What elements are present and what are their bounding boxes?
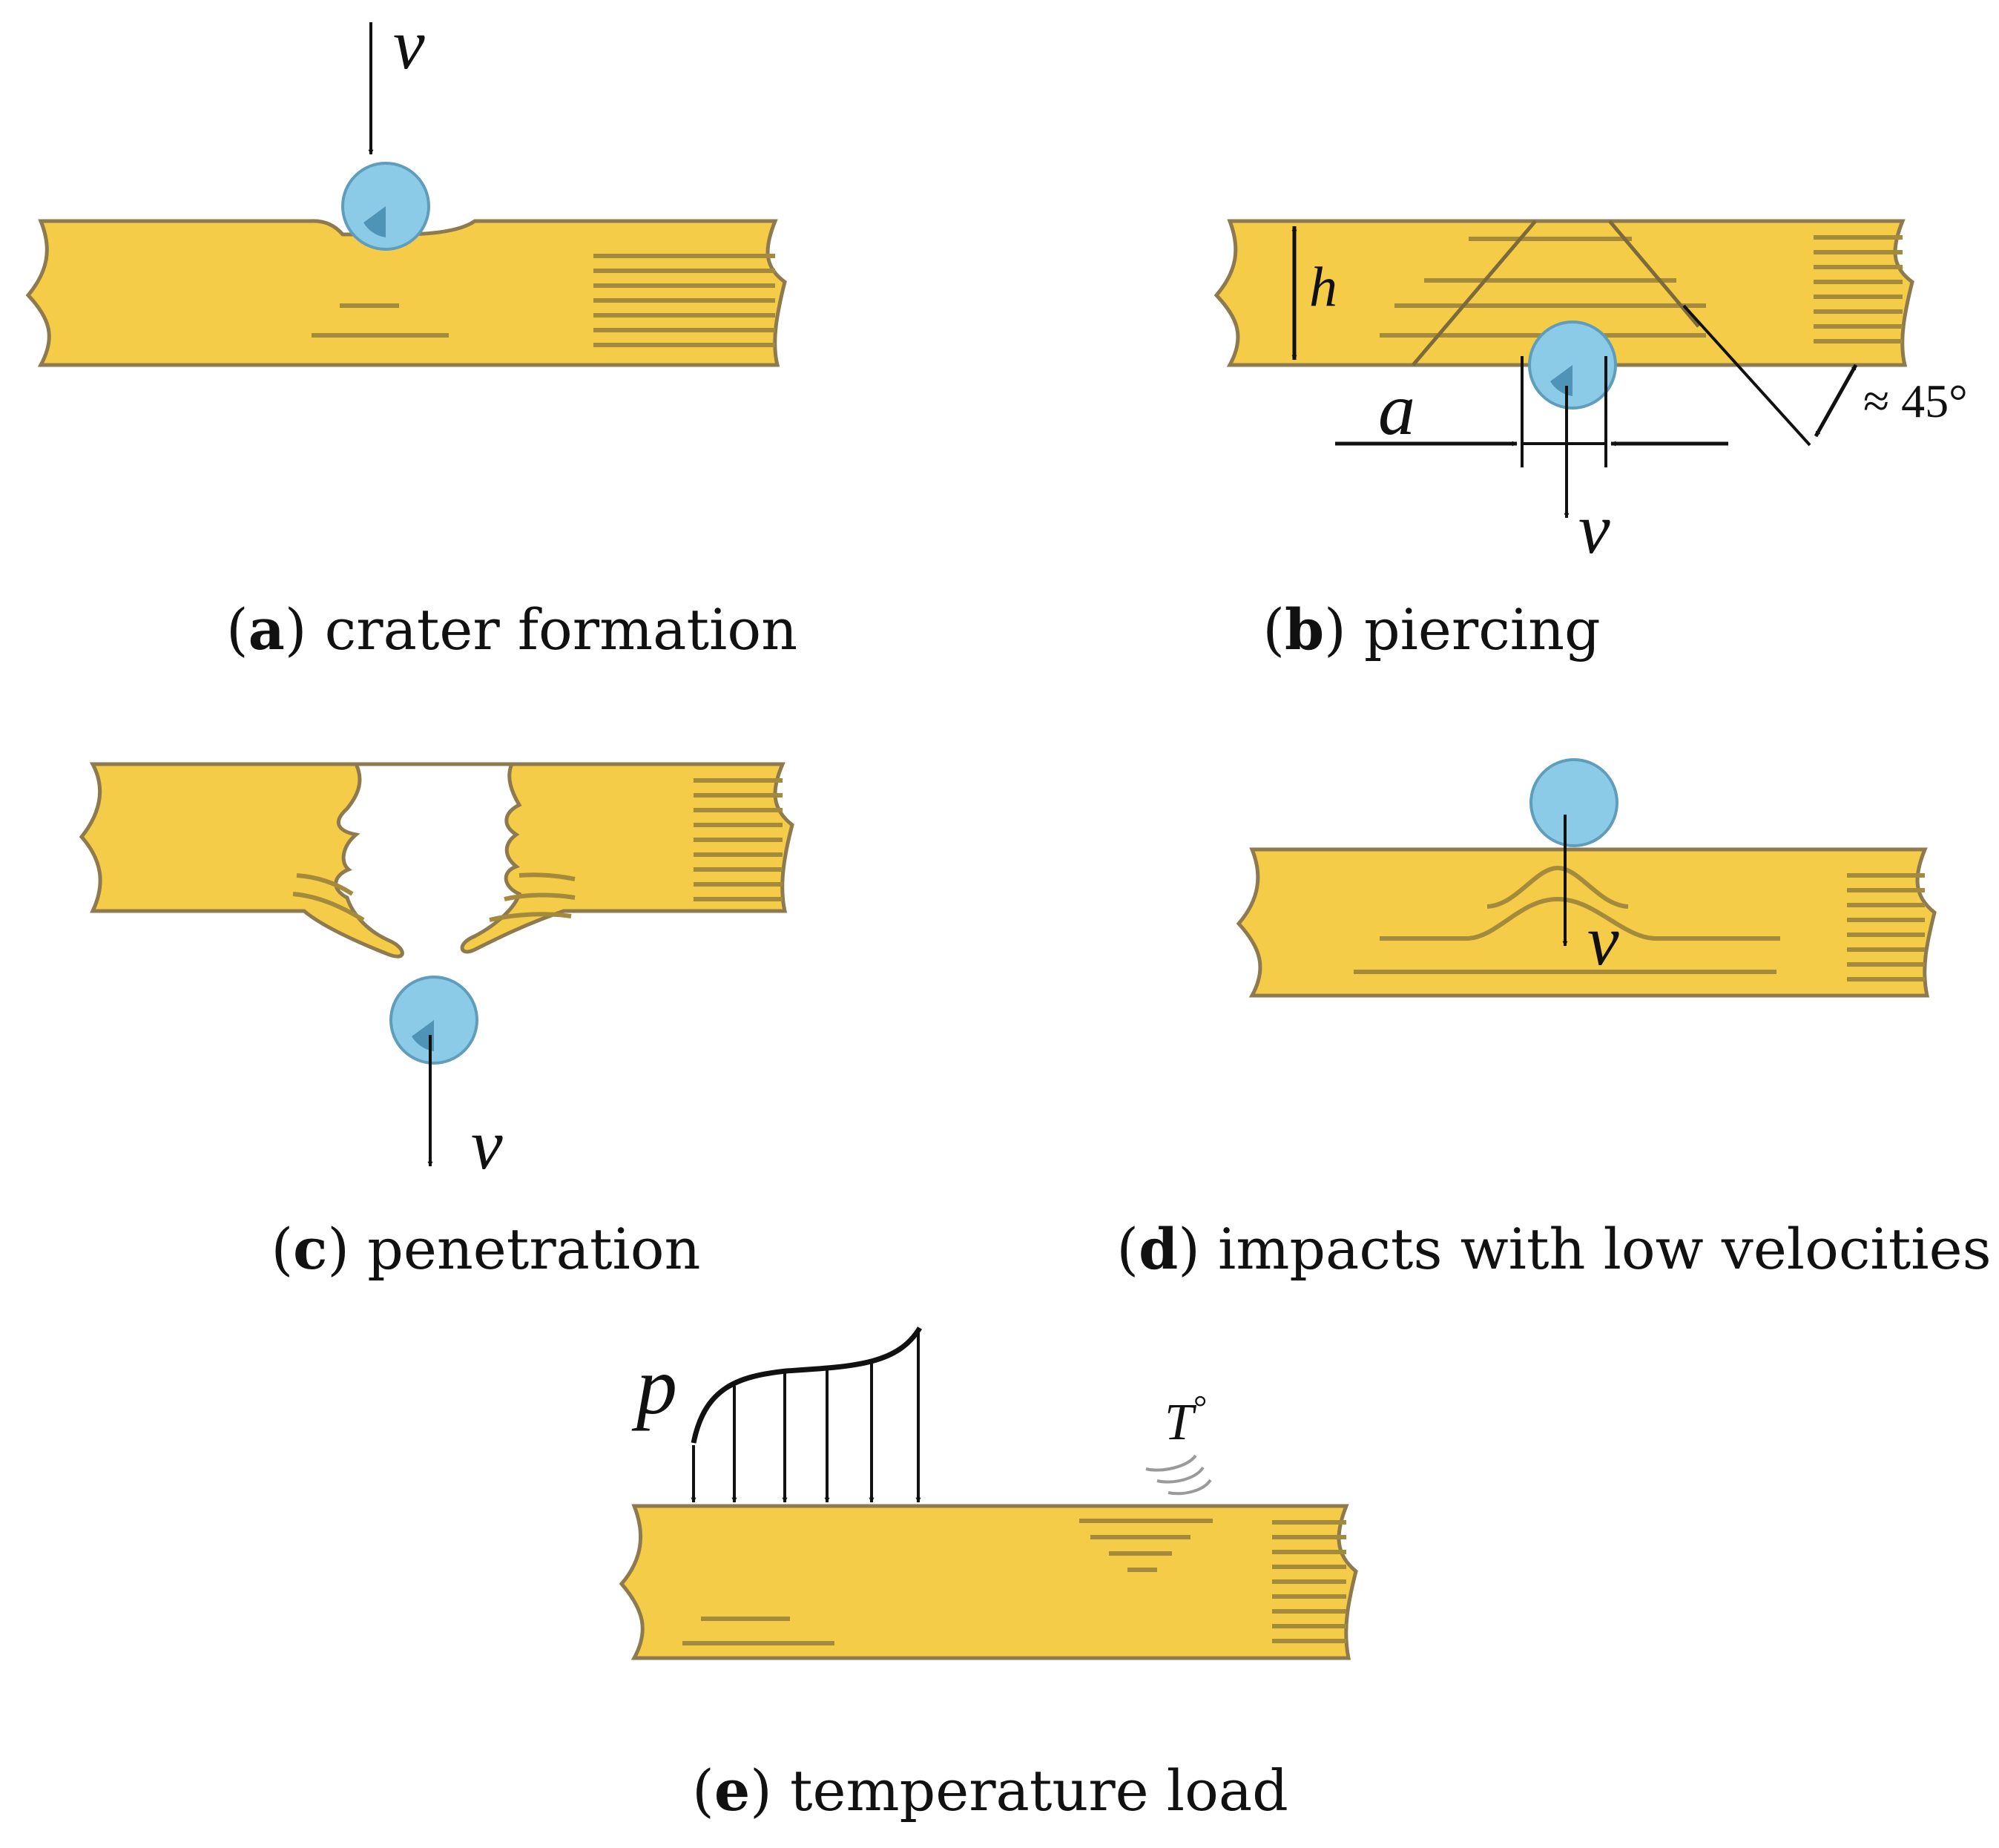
pressure-load-e <box>691 1326 922 1503</box>
caption-d: (d) impacts with low velocities <box>1116 1216 1991 1282</box>
pressure-arrows-e <box>691 1332 921 1503</box>
angle-reference-line-b <box>1682 304 1811 447</box>
layer-lines-a <box>312 254 775 347</box>
panel-a: v (a) crater formation <box>25 4 797 662</box>
temperature-suffix-e: ° <box>1193 1388 1207 1426</box>
temperature-symbol-e: T <box>1165 1394 1197 1451</box>
projectile-d <box>1529 758 1618 847</box>
layer-lines-d <box>1354 865 1925 981</box>
plate-c-left <box>79 762 404 958</box>
temperature-label-e: T° <box>1165 1388 1207 1451</box>
caption-text-d: impacts with low velocities <box>1200 1216 1992 1282</box>
caption-letter-c: c <box>293 1216 327 1282</box>
plate-d <box>1236 847 1937 998</box>
caption-e: (e) temperature load <box>692 1757 1288 1824</box>
panel-c: v (c) penetration <box>79 762 794 1282</box>
caption-letter-e: e <box>714 1757 750 1824</box>
velocity-label-b: v <box>1578 489 1610 568</box>
caption-letter-a: a <box>248 596 285 662</box>
diameter-dimension-b <box>1335 356 1728 467</box>
velocity-label-d: v <box>1587 901 1619 980</box>
projectile-b <box>1528 320 1617 410</box>
caption-a: (a) crater formation <box>226 596 797 662</box>
panel-e: p T° (e) temperature load <box>619 1326 1358 1824</box>
layer-lines-c <box>292 778 783 922</box>
caption-text-a: crater formation <box>307 596 798 662</box>
projectile-c <box>389 976 478 1065</box>
velocity-label-c: v <box>471 1105 503 1184</box>
caption-text-c: penetration <box>349 1216 700 1282</box>
caption-b: (b) piercing <box>1262 596 1600 662</box>
plate-e <box>619 1504 1358 1660</box>
panel-b: h a v ≈ 45° (b) piercing <box>1213 219 1968 662</box>
panel-d: v (d) impacts with low velocities <box>1116 758 1992 1282</box>
caption-text-b: piercing <box>1346 596 1601 662</box>
heat-waves-icon <box>1145 1454 1212 1496</box>
pressure-label-e: p <box>631 1341 677 1431</box>
layer-lines-e <box>682 1519 1346 1645</box>
shear-cone-b <box>1412 220 1700 366</box>
angle-label-b: ≈ 45° <box>1863 375 1968 427</box>
caption-letter-d: d <box>1139 1216 1178 1282</box>
caption-c: (c) penetration <box>271 1216 700 1282</box>
projectile-a <box>341 162 430 251</box>
thickness-label-b: h <box>1309 256 1337 318</box>
velocity-label-a: v <box>393 4 425 84</box>
caption-text-e: temperature load <box>772 1757 1288 1824</box>
pressure-curve-e <box>691 1326 922 1444</box>
caption-letter-b: b <box>1285 596 1324 662</box>
diameter-label-b: a <box>1378 368 1415 450</box>
plate-c-right <box>460 762 794 954</box>
angle-arrow-b <box>1814 364 1858 438</box>
